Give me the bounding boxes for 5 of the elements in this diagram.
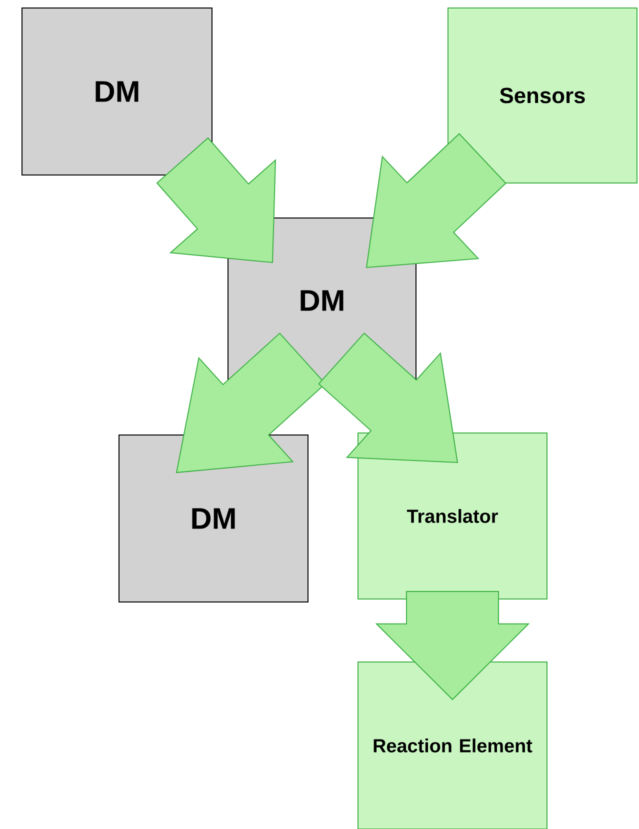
block-arrow [366,133,506,268]
block-arrow [375,591,530,700]
process-box: Reaction Element [358,662,548,829]
process-box: Sensors [448,8,638,184]
process-box: DM [22,8,212,176]
